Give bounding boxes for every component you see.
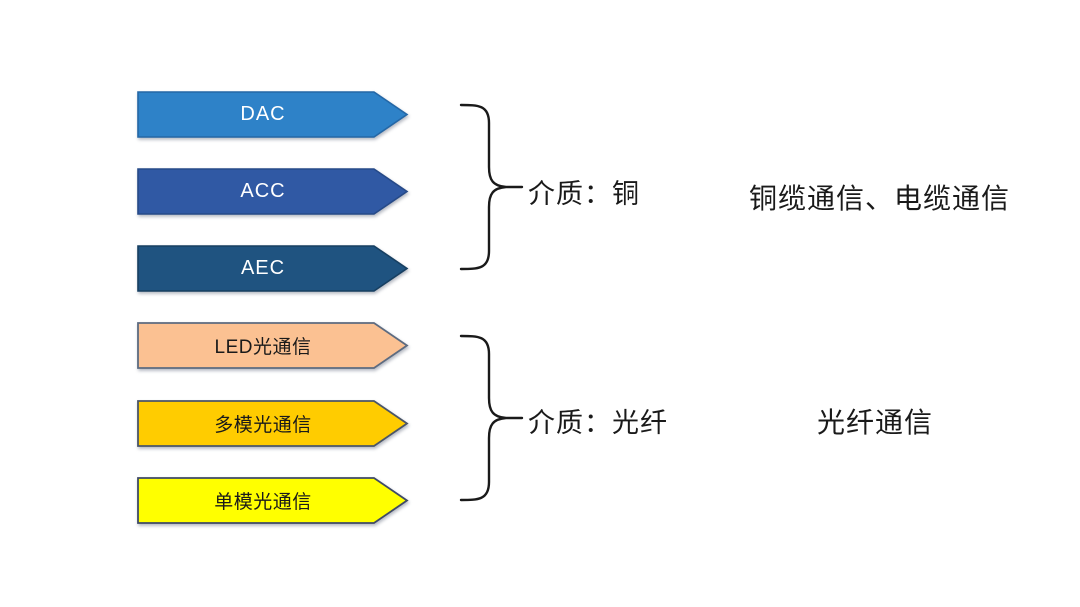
arrow-shape: [137, 400, 409, 447]
arrow-singlemode-optical-label: 单模光通信: [214, 492, 312, 513]
arrow-led-optical: LED光通信: [137, 322, 409, 369]
arrow-shape: [137, 245, 409, 292]
arrow-dac-label: DAC: [240, 103, 286, 125]
arrow-multimode-optical-label: 多模光通信: [214, 415, 312, 436]
arrow-shape: [137, 322, 409, 369]
copper-group-brace-icon: [458, 101, 524, 273]
arrow-shape: [137, 91, 409, 138]
copper-category-label: 铜缆通信、电缆通信: [749, 183, 1011, 214]
arrow-aec-label: AEC: [240, 257, 286, 279]
copper-medium-label: 介质：铜: [528, 179, 640, 209]
arrow-led-optical-label: LED光通信: [214, 337, 312, 358]
arrow-shape: [137, 477, 409, 524]
arrow-dac: DAC: [137, 91, 409, 138]
fiber-medium-label: 介质：光纤: [528, 408, 668, 438]
arrow-shape: [137, 168, 409, 215]
arrow-acc-label: ACC: [240, 180, 286, 202]
arrow-acc: ACC: [137, 168, 409, 215]
arrow-aec: AEC: [137, 245, 409, 292]
fiber-group-brace-icon: [458, 332, 524, 504]
arrow-multimode-optical: 多模光通信: [137, 400, 409, 447]
arrow-singlemode-optical: 单模光通信: [137, 477, 409, 524]
fiber-category-label: 光纤通信: [817, 407, 934, 438]
